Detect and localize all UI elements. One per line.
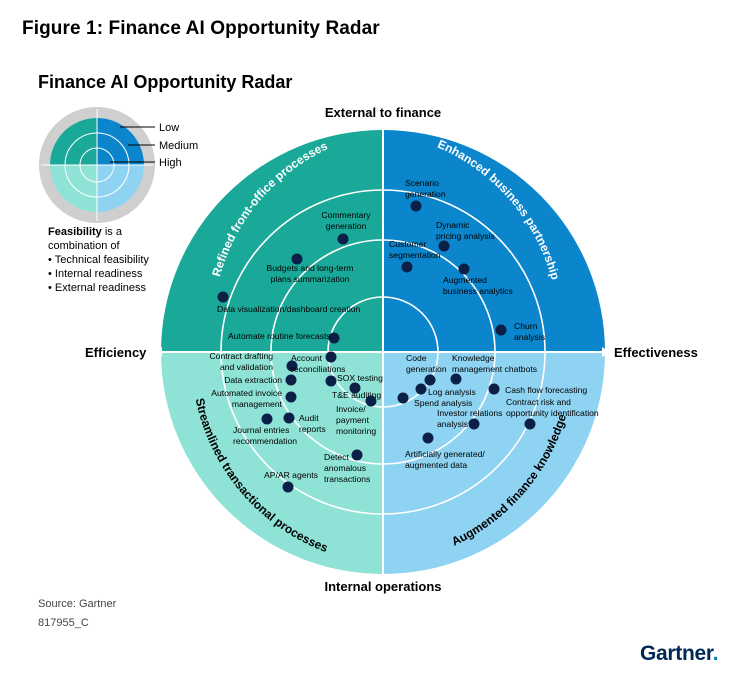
item-dot xyxy=(217,291,229,303)
item-dot xyxy=(325,351,337,363)
feasibility-legend: Feasibility is a combination of Technica… xyxy=(48,225,168,295)
item-dot xyxy=(495,324,507,336)
item-dot xyxy=(291,253,303,265)
document-code: 817955_C xyxy=(38,617,89,629)
logo-text: Gartner xyxy=(640,642,713,665)
item-dot xyxy=(450,373,462,385)
item-dot xyxy=(468,418,480,430)
feasibility-item: External readiness xyxy=(48,281,168,295)
item-label: Data extraction xyxy=(224,375,282,385)
item-dot xyxy=(415,383,427,395)
item-dot xyxy=(365,395,377,407)
axis-label-left: Efficiency xyxy=(85,345,147,360)
arrow-left-icon xyxy=(154,347,162,357)
item-label: Log analysis xyxy=(428,387,476,397)
quadrant-top-right xyxy=(383,130,605,352)
item-dot xyxy=(261,413,273,425)
item-label: Artificially generated/augmented data xyxy=(405,449,485,470)
item-label: Cash flow forecasting xyxy=(505,385,587,395)
arrow-right-icon xyxy=(602,347,610,357)
feasibility-item: Internal readiness xyxy=(48,267,168,281)
arrow-up-icon xyxy=(378,118,388,126)
item-dot xyxy=(524,418,536,430)
item-dot xyxy=(422,432,434,444)
item-dot xyxy=(283,412,295,424)
quadrant-top-left xyxy=(161,130,383,352)
item-label: SOX testing xyxy=(337,373,383,383)
legend-level-label: High xyxy=(159,157,182,169)
item-dot xyxy=(458,263,470,275)
item-label: Data visualization/dashboard creation xyxy=(217,304,361,314)
item-dot xyxy=(285,374,297,386)
item-dot xyxy=(424,374,436,386)
logo-dot: . xyxy=(712,642,719,665)
legend-level-label: Medium xyxy=(159,140,198,152)
gartner-logo: Gartner. xyxy=(640,642,718,666)
item-dot xyxy=(286,360,298,372)
item-dot xyxy=(349,382,361,394)
item-label: T&E auditing xyxy=(332,390,381,400)
item-dot xyxy=(438,240,450,252)
radar-title: Finance AI Opportunity Radar xyxy=(38,72,293,92)
feasibility-word: Feasibility xyxy=(48,226,102,238)
item-label: Automate routine forecasts xyxy=(228,331,331,341)
arrow-down-icon xyxy=(378,578,388,586)
item-dot xyxy=(325,375,337,387)
legend-level-label: Low xyxy=(159,122,179,134)
item-label: AP/AR agents xyxy=(264,470,318,480)
source-note: Source: Gartner xyxy=(38,598,117,610)
axis-label-top: External to finance xyxy=(325,105,441,120)
quadrant-bottom-left xyxy=(161,352,383,574)
item-dot xyxy=(351,449,363,461)
item-dot xyxy=(328,332,340,344)
item-label: Spend analysis xyxy=(414,398,472,408)
feasibility-rest: is a combination of xyxy=(48,226,122,252)
axis-label-right: Effectiveness xyxy=(614,345,698,360)
quadrant-bottom-right xyxy=(383,352,605,574)
item-dot xyxy=(285,391,297,403)
item-dot xyxy=(410,200,422,212)
axis-label-bottom: Internal operations xyxy=(324,579,441,594)
item-dot xyxy=(488,383,500,395)
item-dot xyxy=(401,261,413,273)
item-dot xyxy=(397,392,409,404)
figure-title: Figure 1: Finance AI Opportunity Radar xyxy=(22,18,380,39)
item-dot xyxy=(337,233,349,245)
feasibility-item: Technical feasibility xyxy=(48,253,168,267)
item-dot xyxy=(282,481,294,493)
